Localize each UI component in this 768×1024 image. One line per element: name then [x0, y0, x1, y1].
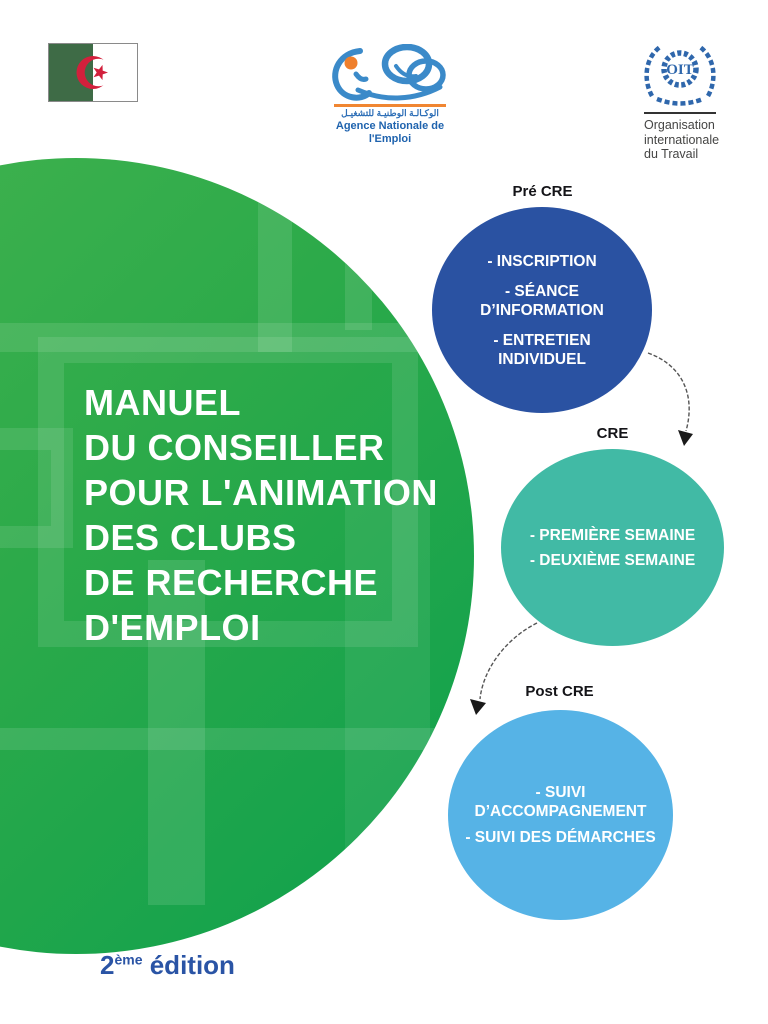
pattern-frame [0, 428, 73, 548]
stage-item: - PREMIÈRE SEMAINE [529, 526, 696, 544]
pattern-band [148, 560, 205, 905]
stage-label-pre-cre: Pré CRE [512, 183, 573, 200]
oit-divider [644, 112, 716, 114]
pattern-band [0, 728, 474, 750]
title-line: D'EMPLOI [84, 607, 261, 648]
pattern-band [345, 158, 372, 330]
cover-title: MANUEL DU CONSEILLER POUR L'ANIMATION DE… [84, 380, 438, 650]
oit-name-line: internationale [644, 132, 720, 147]
flow-arrow-icon [470, 622, 538, 715]
oit-acronym: OIT [666, 62, 694, 78]
stage-label-cre: CRE [596, 425, 629, 442]
pattern-band [258, 158, 292, 352]
anem-french-name: Agence Nationale de l'Emploi [335, 120, 445, 145]
stage-circle-post-cre: - SUIVI D’ACCOMPAGNEMENT - SUIVI DES DÉM… [448, 710, 673, 920]
oit-name-line: du Travail [644, 147, 699, 161]
title-line: POUR L'ANIMATION [84, 472, 438, 513]
title-line: DU CONSEILLER [84, 427, 385, 468]
stage-circle-pre-cre: - INSCRIPTION - SÉANCE D’INFORMATION - E… [432, 207, 652, 413]
edition-label: 2ème édition [100, 950, 235, 981]
anem-arabic-name: الوكـالـة الوطنيـة للتشغيـل [341, 108, 439, 118]
oit-name-line: Organisation [644, 118, 715, 132]
edition-sup: ème [114, 951, 143, 968]
stage-item: - DEUXIÈME SEMAINE [529, 551, 696, 569]
title-line: DE RECHERCHE [84, 562, 379, 603]
oit-logo-icon: OIT [644, 45, 716, 106]
anem-divider [334, 104, 446, 107]
stage-item: - INSCRIPTION [487, 252, 597, 270]
algeria-flag-icon [49, 44, 137, 101]
stage-item: - SÉANCE D’INFORMATION [480, 282, 604, 319]
pattern-band [345, 480, 430, 878]
stage-circle-cre: - PREMIÈRE SEMAINE - DEUXIÈME SEMAINE [501, 449, 724, 646]
pattern-band [0, 323, 474, 352]
oit-logo: OIT Organisation internationale du Trava… [641, 42, 741, 162]
stage-item: - ENTRETIEN INDIVIDUEL [493, 331, 591, 368]
stage-label-post-cre: Post CRE [525, 683, 594, 700]
stage-item: - SUIVI D’ACCOMPAGNEMENT [474, 784, 647, 820]
anem-logo-icon [332, 44, 446, 101]
title-line: MANUEL [84, 382, 241, 423]
title-line: DES CLUBS [84, 517, 297, 558]
anem-logo: الوكـالـة الوطنيـة للتشغيـل Agence Natio… [325, 44, 455, 146]
stage-item: - SUIVI DES DÉMARCHES [465, 829, 656, 846]
pattern-frame [38, 337, 418, 647]
flow-arrow-icon [647, 352, 693, 446]
edition-number: 2 [100, 950, 115, 980]
algeria-flag [48, 43, 138, 102]
edition-word: édition [142, 950, 235, 980]
